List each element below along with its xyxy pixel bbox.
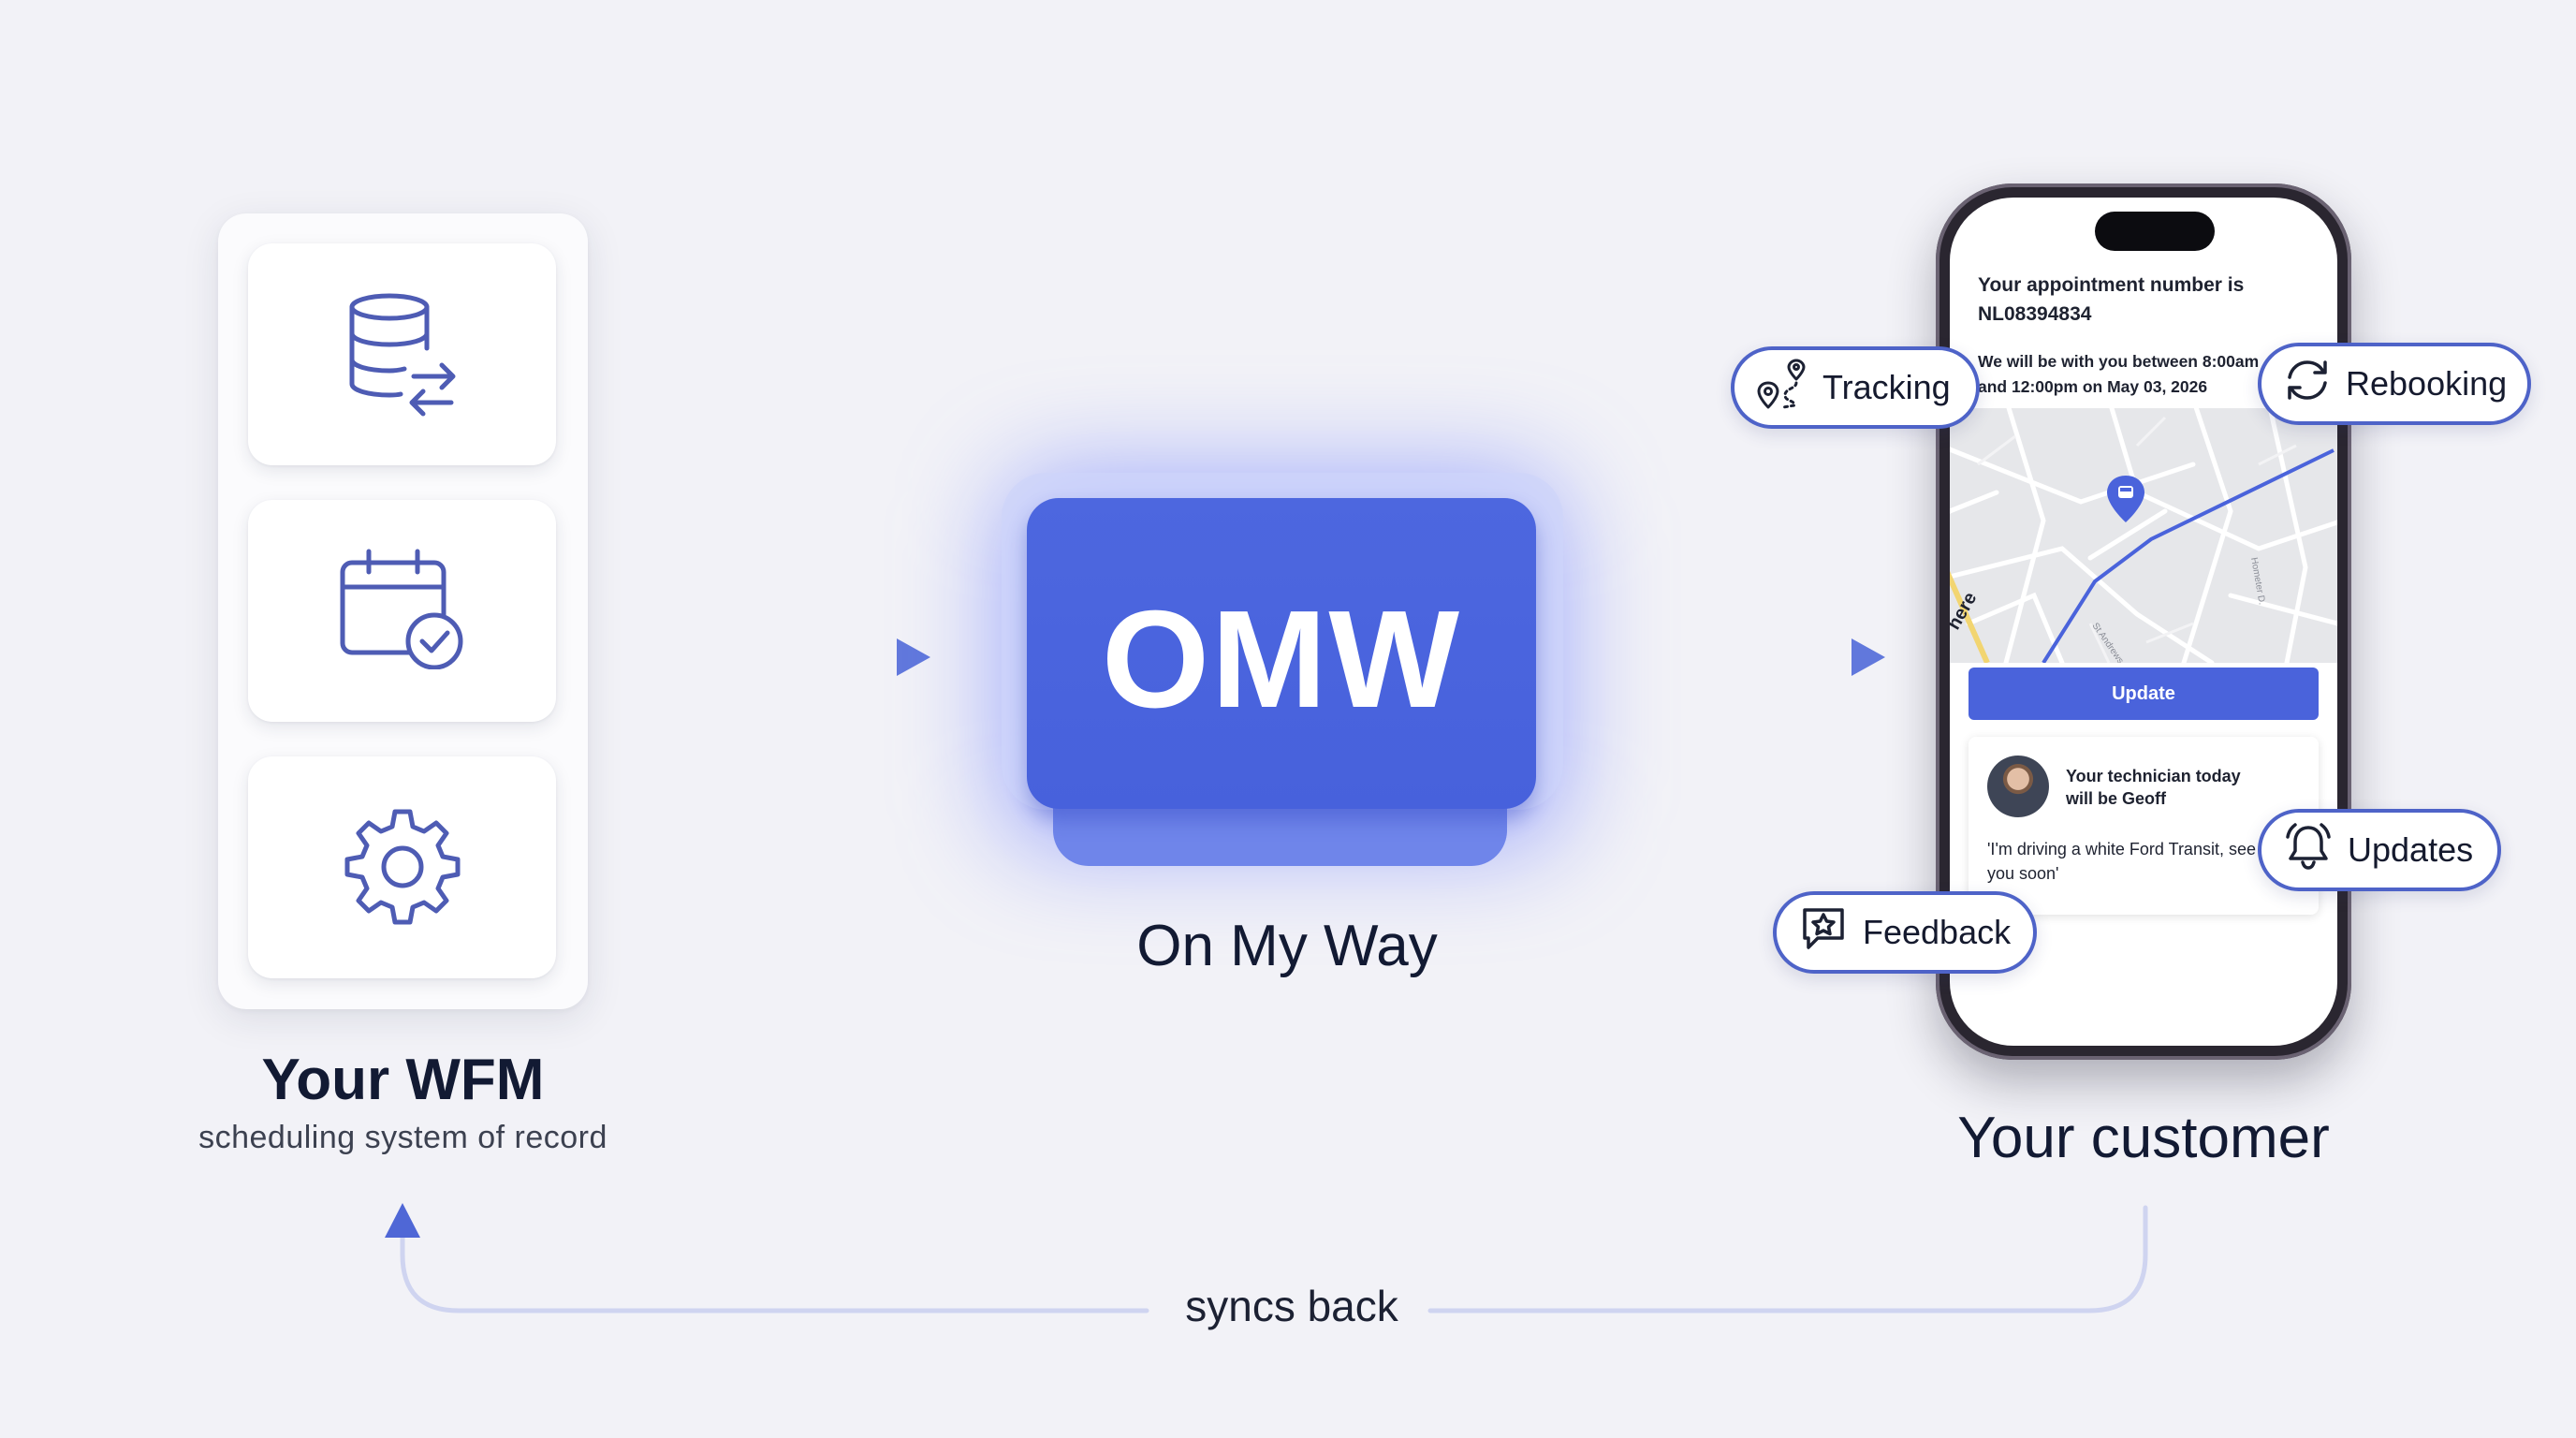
wfm-card-settings [248, 756, 556, 978]
rebooking-pill-label: Rebooking [2346, 364, 2508, 403]
tracking-pill-label: Tracking [1822, 368, 1951, 406]
feedback-pill[interactable]: Feedback [1773, 891, 2037, 974]
calendar-check-icon [337, 548, 468, 674]
arrow-wfm-to-omw [643, 638, 930, 676]
update-button[interactable]: Update [1969, 668, 2319, 720]
tracking-pill[interactable]: Tracking [1731, 346, 1980, 429]
arrival-window-line2: and 12:00pm on May 03, 2026 [1978, 377, 2208, 396]
bell-icon [2282, 820, 2348, 881]
van-pin-icon [2107, 476, 2144, 522]
location-route-icon [1755, 357, 1822, 419]
star-message-icon [1797, 902, 1863, 963]
tracking-map[interactable]: here St Andrews Hometer D. [1950, 408, 2337, 663]
appointment-number: NL08394834 [1978, 303, 2092, 325]
wfm-card-scheduling [248, 500, 556, 722]
phone-mockup: Your appointment number is NL08394834 We… [1936, 183, 2351, 1060]
syncs-back-loop [385, 1203, 2148, 1313]
wfm-subtitle: scheduling system of record [198, 1120, 607, 1155]
updates-pill-label: Updates [2348, 830, 2474, 869]
wfm-card-data [248, 243, 556, 465]
technician-line1: Your technician today [2066, 767, 2241, 785]
omw-caption: On My Way [1136, 914, 1438, 978]
arrival-window-line1: We will be with you between 8:00am [1978, 352, 2260, 371]
customer-title: Your customer [1957, 1106, 2330, 1170]
omw-underlayer [1053, 805, 1507, 866]
technician-line2: will be Geoff [2066, 789, 2167, 808]
map-streets: here St Andrews Hometer D. [1950, 408, 2337, 663]
updates-pill[interactable]: Updates [2258, 809, 2501, 891]
omw-logo-tile [1027, 498, 1536, 809]
refresh-icon [2282, 355, 2346, 414]
wfm-title: Your WFM [261, 1048, 545, 1112]
gear-icon [342, 804, 463, 931]
syncs-back-arrowhead [385, 1203, 420, 1238]
wfm-panel [218, 213, 588, 1009]
technician-quote-line1: 'I'm driving a white Ford Transit, see [1987, 840, 2256, 858]
arrow-omw-to-customer [1615, 638, 1885, 676]
omw-logo-text: OMW [1101, 582, 1462, 737]
feedback-pill-label: Feedback [1863, 913, 2012, 951]
database-sync-icon [346, 286, 459, 422]
appointment-label: Your appointment number is [1978, 274, 2245, 296]
map-street-1: St Andrews [2090, 621, 2126, 663]
rebooking-pill[interactable]: Rebooking [2258, 343, 2531, 425]
syncs-back-label: syncs back [1185, 1282, 1398, 1330]
route-line [2042, 448, 2334, 663]
map-street-2: Hometer D. [2248, 557, 2267, 606]
technician-avatar [1987, 756, 2049, 817]
technician-quote-line2: you soon' [1987, 864, 2059, 883]
technician-card: Your technician today will be Geoff 'I'm… [1969, 737, 2319, 915]
dynamic-island [2095, 212, 2215, 251]
